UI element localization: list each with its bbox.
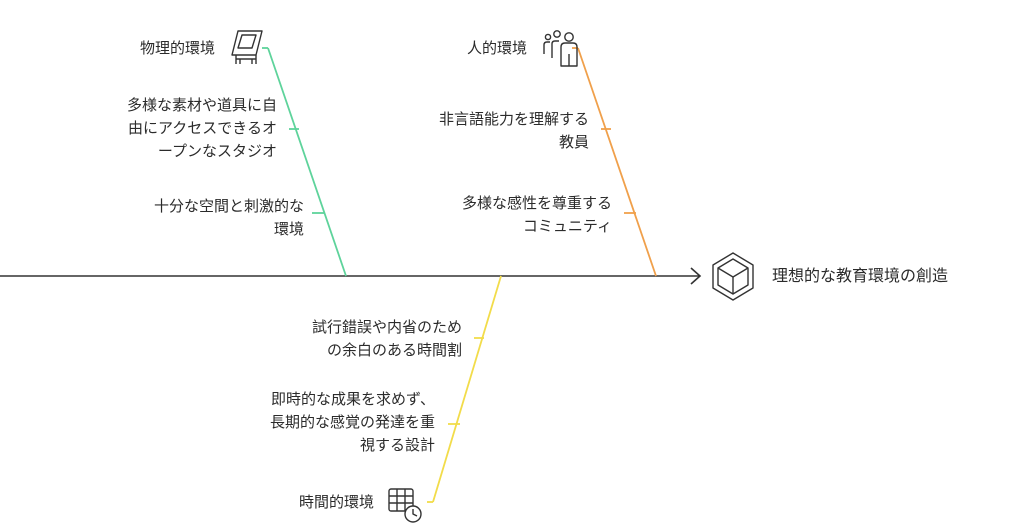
category-label-physical: 物理的環境 xyxy=(139,39,215,57)
drafting-table-icon xyxy=(231,30,263,64)
cause-human-2: 多様な感性を尊重する コミュニティ xyxy=(461,194,612,235)
calendar-clock-icon xyxy=(388,488,422,523)
spine-arrowhead xyxy=(690,267,702,285)
bone-physical xyxy=(262,47,347,277)
category-label-human: 人的環境 xyxy=(466,39,527,57)
cause-temporal-1: 試行錯誤や内省のため の余白のある時間割 xyxy=(311,318,462,359)
outcome-label: 理想的な教育環境の創造 xyxy=(772,266,949,285)
bone-human xyxy=(572,47,657,277)
cause-physical-2: 十分な空間と刺激的な 環境 xyxy=(153,197,304,238)
category-label-temporal: 時間的環境 xyxy=(298,493,374,511)
cause-temporal-2: 即時的な成果を求めず、 長期的な感覚の発達を重 視する設計 xyxy=(269,390,435,454)
bone-temporal xyxy=(427,275,502,503)
bone-human-line xyxy=(577,47,657,277)
bone-physical-line xyxy=(267,47,347,277)
cause-human-1: 非言語能力を理解する 教員 xyxy=(438,110,589,151)
bone-temporal-line xyxy=(432,275,502,503)
cause-physical-1: 多様な素材や道具に自 由にアクセスできるオ ープンなスタジオ xyxy=(126,96,277,160)
cube-icon xyxy=(712,252,754,301)
people-icon xyxy=(543,30,578,67)
